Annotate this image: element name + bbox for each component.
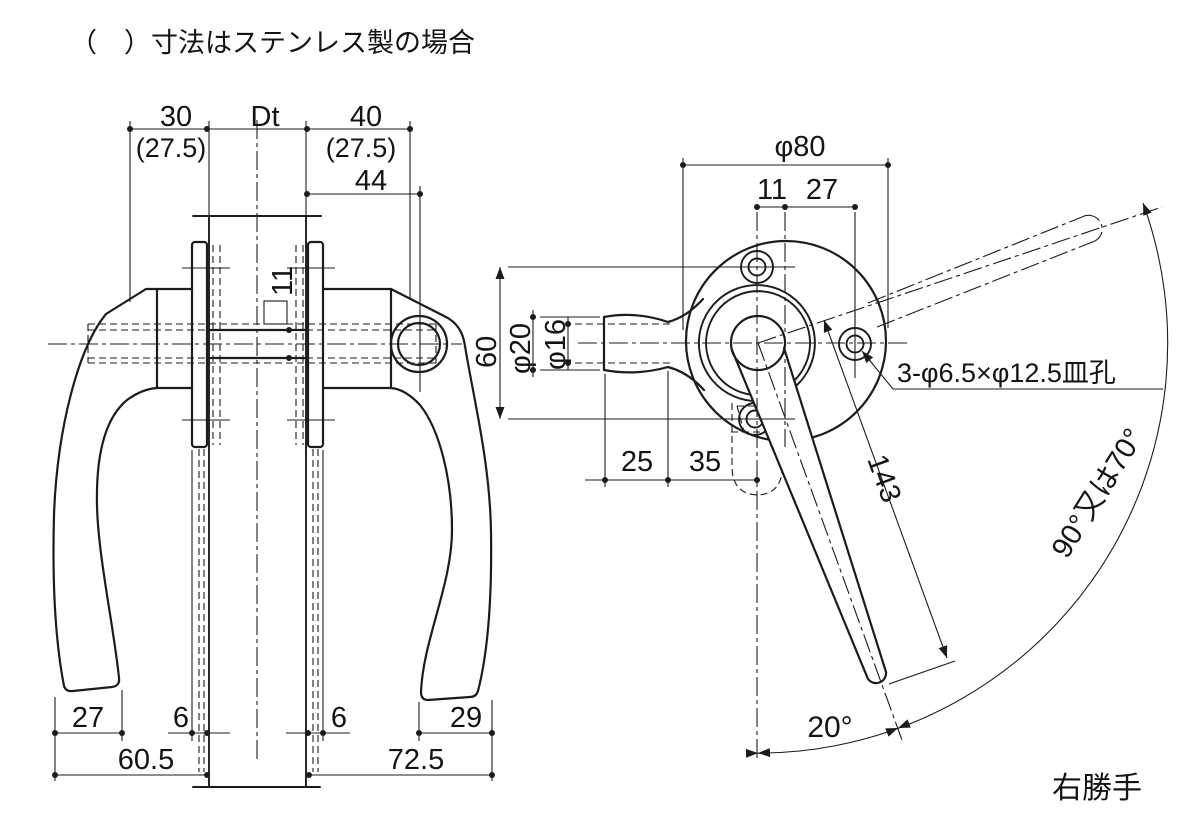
hub-collar bbox=[697, 284, 816, 402]
front-centerlines bbox=[48, 120, 462, 762]
dim-phi80-label: φ80 bbox=[774, 131, 825, 163]
dim-11-label: 11 bbox=[757, 174, 787, 206]
dim-phi16-label: φ16 bbox=[540, 319, 572, 370]
dim-phi20-label: φ20 bbox=[505, 323, 537, 374]
dim-11-27: 11 27 bbox=[754, 174, 858, 323]
hole-note: 3-φ6.5×φ12.5皿孔 bbox=[861, 350, 1163, 390]
left-lever bbox=[52, 287, 194, 693]
dim-27-front: 27 bbox=[72, 702, 104, 734]
dim-phi80: φ80 bbox=[680, 131, 891, 330]
dim-30: 30 bbox=[160, 101, 192, 133]
dim-27-label: 27 bbox=[806, 174, 838, 206]
phantom-rotated-lever bbox=[867, 214, 1103, 328]
dim-60-label: 60 bbox=[471, 336, 503, 368]
dim-6-right: 6 bbox=[331, 702, 347, 734]
dim-phi20-phi16: φ20 φ16 bbox=[505, 310, 600, 377]
side-centerlines bbox=[578, 206, 1163, 758]
dim-30-stainless: (27.5) bbox=[136, 133, 207, 163]
rotated-lever-axis bbox=[757, 206, 1163, 344]
dim-29: 29 bbox=[450, 702, 482, 734]
dim-40: 40 bbox=[350, 101, 382, 133]
dim-35-label: 35 bbox=[689, 446, 721, 478]
lever-axis bbox=[757, 342, 903, 741]
dim-72-5: 72.5 bbox=[388, 744, 444, 776]
spindle-front: 11 bbox=[87, 266, 437, 364]
dim-44: 44 bbox=[355, 165, 387, 197]
dim-60: 60 bbox=[471, 266, 795, 420]
front-top-dimensions: 30 (27.5) Dt 40 (27.5) 44 bbox=[127, 101, 423, 392]
dim-25-label: 25 bbox=[621, 446, 653, 478]
angle-20-label: 20° bbox=[807, 711, 852, 744]
lever-neck bbox=[575, 297, 706, 392]
dim-60-5: 60.5 bbox=[118, 744, 174, 776]
dim-40-stainless: (27.5) bbox=[326, 133, 397, 163]
dim-143-label: 143 bbox=[860, 450, 907, 506]
dim-6-left: 6 bbox=[173, 702, 189, 734]
dim-door-thickness: Dt bbox=[251, 101, 280, 133]
right-lever bbox=[321, 287, 493, 702]
angle-range-label: 90°又は70° bbox=[1046, 423, 1150, 564]
spindle-square-label: 11 bbox=[267, 266, 299, 296]
handedness-label: 右勝手 bbox=[1052, 772, 1142, 805]
side-view: 20° 90°又は70° φ80 11 27 60 bbox=[471, 131, 1169, 805]
dim-25-35: 25 35 bbox=[585, 371, 760, 487]
note-stainless: （ ）寸法はステンレス製の場合 bbox=[70, 28, 475, 58]
door-section bbox=[192, 215, 322, 788]
front-view: 11 30 (27.5) Dt 40 (27.5) 44 bbox=[48, 101, 495, 788]
hole-note-label: 3-φ6.5×φ12.5皿孔 bbox=[897, 358, 1116, 388]
square-symbol bbox=[263, 300, 288, 325]
lever-side bbox=[729, 314, 888, 685]
front-bottom-dimensions: 27 6 6 29 60.5 72.5 bbox=[52, 450, 495, 781]
